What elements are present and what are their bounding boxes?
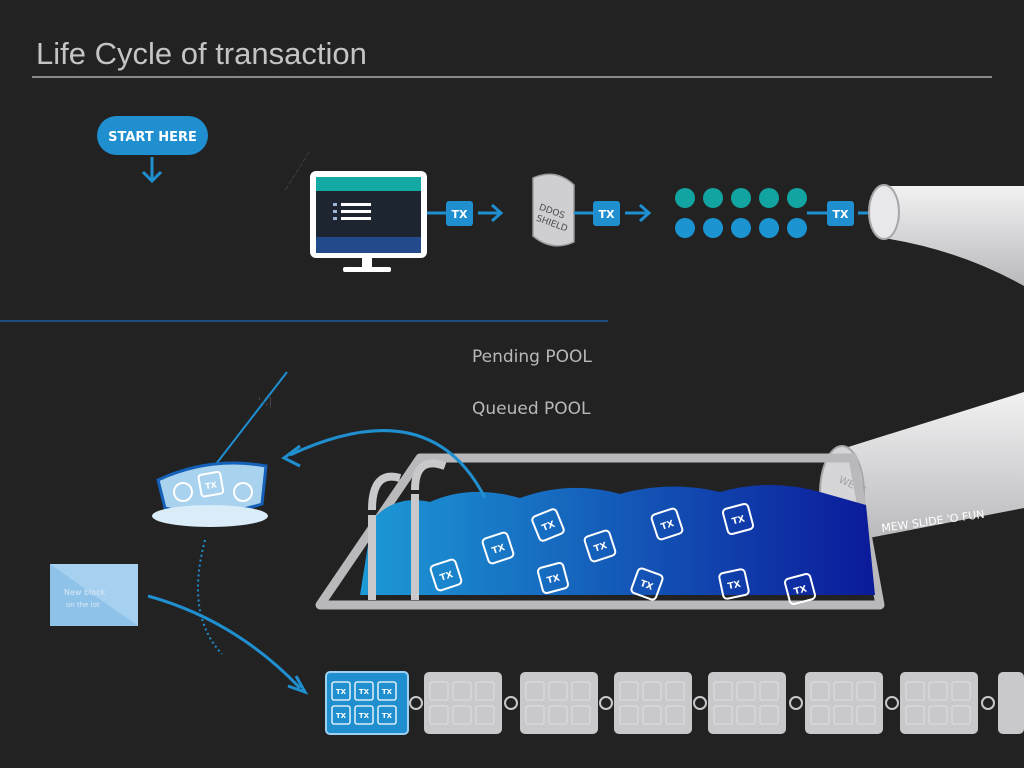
start-here-badge[interactable]: START HERE [97,116,208,184]
svg-text:TX: TX [205,480,219,491]
svg-text:TX: TX [593,541,609,555]
block-to-chain-arrow [147,594,302,690]
decorative-scribble: ~~~~~~~ [281,148,313,193]
page-title: Life Cycle of transaction [36,36,367,71]
arrow-right-icon [478,203,504,223]
svg-text:TX: TX [660,519,676,533]
svg-text:on the lot: on the lot [66,601,100,609]
svg-text:New block: New block [64,588,106,597]
svg-text:TX: TX [439,570,455,584]
blockchain: TX TX TX TX TX TX [325,671,1024,735]
down-arrow-icon [141,157,163,184]
network-nodes [675,188,807,238]
svg-text:TX: TX [336,712,347,720]
svg-text:TX: TX [638,579,654,593]
arrow-head-icon [281,444,301,468]
ddos-shield-icon: DDOS SHIELD [532,173,575,247]
start-here-label: START HERE [108,130,197,145]
arrow-head-icon [287,675,309,695]
wallet-monitor-icon [310,171,427,272]
svg-text:TX: TX [452,208,469,221]
title-divider [32,76,992,78]
transaction-pool: TX TX TX TX TX TX TX TX TX TX [315,453,885,610]
queued-pool-label: Queued POOL [472,399,591,419]
svg-text:TX: TX [382,688,393,696]
chain-block-new: TX TX TX TX TX TX [325,671,409,735]
pending-pool-label: Pending POOL [472,347,592,367]
miner-net-icon: '-,| TX [152,371,288,527]
pool-to-net-arrow [289,429,487,499]
svg-text:TX: TX [359,688,370,696]
tx-badge: TX [593,201,620,226]
svg-text:TX: TX [382,712,393,720]
svg-text:TX: TX [599,208,616,221]
slide-pipe: WEEE MEW SLIDE 'O FUN [798,184,1024,558]
svg-text:'-,|: '-,| [258,395,272,408]
new-block-card: New block on the lot [50,564,138,626]
svg-text:TX: TX [727,580,742,593]
svg-text:TX: TX [546,573,561,586]
svg-text:TX: TX [491,543,507,557]
pool-ladder-icon [368,494,419,600]
svg-text:TX: TX [833,208,850,221]
tx-badge: TX [827,201,854,226]
svg-text:TX: TX [541,520,557,534]
svg-text:TX: TX [731,514,746,527]
svg-text:TX: TX [336,688,347,696]
arrow-right-icon [625,203,652,223]
svg-text:TX: TX [359,712,370,720]
svg-text:TX: TX [793,584,808,597]
tx-badge: TX [446,201,473,226]
